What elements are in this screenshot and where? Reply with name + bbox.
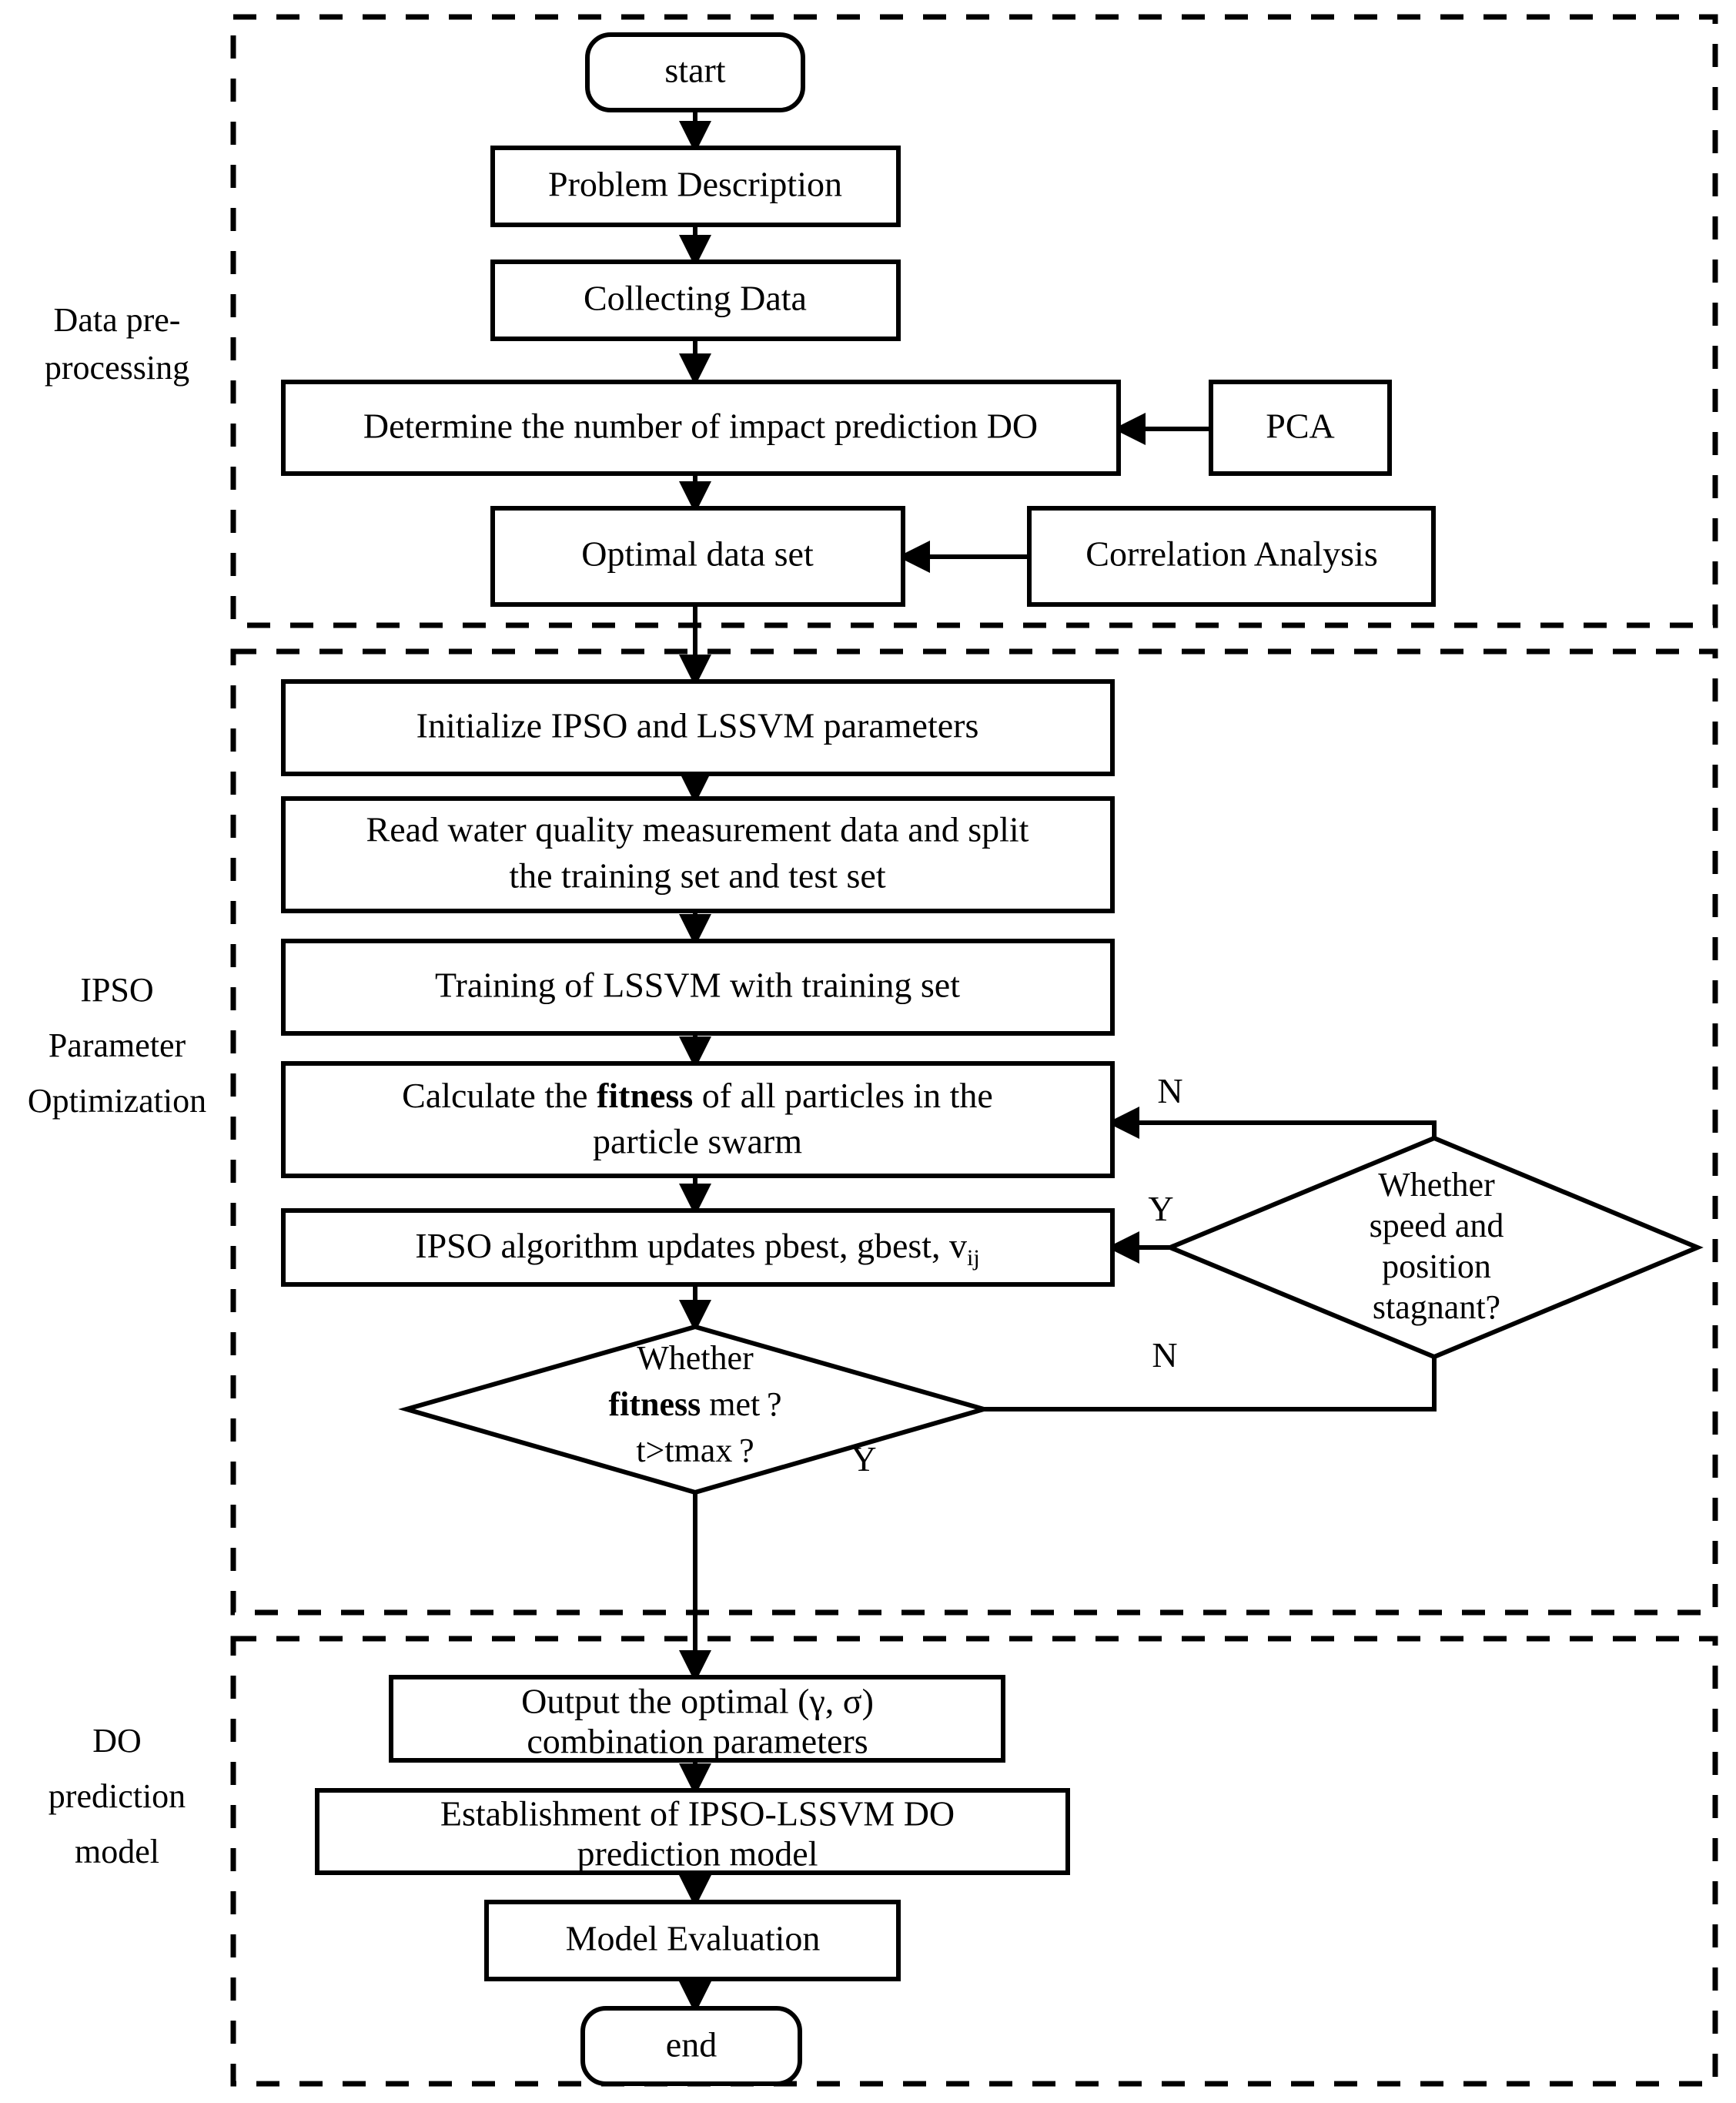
- node-decision-stagnant-line1: Whether: [1378, 1166, 1495, 1204]
- node-calculate-fitness-line1: Calculate the fitness of all particles i…: [402, 1076, 993, 1115]
- node-correlation-analysis-label: Correlation Analysis: [1085, 534, 1377, 574]
- node-establish-model-line1: Establishment of IPSO-LSSVM DO: [440, 1794, 955, 1833]
- node-decision-stagnant-line2: speed and: [1370, 1207, 1504, 1244]
- section-label-line3: Optimization: [28, 1082, 206, 1120]
- edge-label-stagnant-yes: Y: [1148, 1189, 1173, 1228]
- node-optimal-data-set-label: Optimal data set: [581, 534, 814, 574]
- section-boundary-do-prediction-model: [230, 1636, 1718, 2087]
- node-problem-description[interactable]: Problem Description: [490, 146, 901, 227]
- node-read-split-line1: Read water quality measurement data and …: [366, 810, 1029, 849]
- node-calculate-fitness-line1-c: of all particles in the: [693, 1076, 993, 1115]
- section-label-line1: Data pre-: [54, 301, 181, 339]
- section-label-data-preprocessing: Data pre- processing: [45, 301, 189, 387]
- node-output-optimal[interactable]: Output the optimal (γ, σ) combination pa…: [389, 1675, 1005, 1763]
- section-label-line1: DO: [92, 1722, 142, 1760]
- node-initialize-params[interactable]: Initialize IPSO and LSSVM parameters: [281, 679, 1115, 776]
- section-label-line2: processing: [45, 349, 189, 387]
- node-decision-stagnant-line3: position: [1382, 1247, 1491, 1285]
- section-label-line2: prediction: [49, 1777, 186, 1815]
- section-label-do-prediction-model: DO prediction model: [49, 1722, 186, 1870]
- node-calculate-fitness-line2: particle swarm: [593, 1122, 802, 1161]
- node-ipso-updates[interactable]: IPSO algorithm updates pbest, gbest, vij: [281, 1208, 1115, 1287]
- node-model-evaluation-label: Model Evaluation: [566, 1919, 821, 1958]
- node-decision-fitness[interactable]: Whether fitness met ? t>tmax ?: [398, 1324, 992, 1495]
- node-training-lssvm-label: Training of LSSVM with training set: [435, 966, 960, 1005]
- node-output-optimal-line1: Output the optimal (γ, σ): [521, 1682, 874, 1721]
- node-pca-label: PCA: [1266, 407, 1334, 446]
- edge-label-stagnant-no: N: [1157, 1071, 1182, 1110]
- section-label-line3: model: [75, 1833, 159, 1870]
- node-establish-model-line2: prediction model: [577, 1834, 818, 1874]
- node-end[interactable]: end: [580, 2006, 802, 2086]
- node-start[interactable]: start: [585, 32, 805, 112]
- node-establish-model[interactable]: Establishment of IPSO-LSSVM DO predictio…: [315, 1788, 1070, 1875]
- node-pca[interactable]: PCA: [1209, 380, 1392, 476]
- node-decision-fitness-line2-b: met ?: [701, 1385, 781, 1423]
- section-label-line2: Parameter: [49, 1026, 186, 1064]
- node-ipso-updates-subscript: ij: [967, 1245, 980, 1271]
- node-determine-impact-label: Determine the number of impact predictio…: [363, 407, 1038, 446]
- node-initialize-params-label: Initialize IPSO and LSSVM parameters: [416, 706, 979, 745]
- node-calculate-fitness-line1-b: fitness: [597, 1076, 693, 1115]
- node-end-label: end: [666, 2025, 717, 2064]
- node-collecting-data[interactable]: Collecting Data: [490, 260, 901, 341]
- section-boundary-data-preprocessing: [230, 14, 1718, 628]
- section-boundary-ipso-parameter-optimization: [230, 648, 1718, 1616]
- edge-label-fitness-yes: Y: [851, 1439, 876, 1478]
- node-model-evaluation[interactable]: Model Evaluation: [484, 1900, 901, 1981]
- node-decision-fitness-line2-a: fitness: [608, 1385, 701, 1423]
- node-training-lssvm[interactable]: Training of LSSVM with training set: [281, 939, 1115, 1036]
- section-label-ipso-parameter-optimization: IPSO Parameter Optimization: [28, 971, 206, 1120]
- node-read-split[interactable]: Read water quality measurement data and …: [281, 796, 1115, 913]
- edge-stagnant-no-to-calculate: [1107, 1107, 1437, 1140]
- node-decision-fitness-line2: fitness met ?: [608, 1385, 781, 1423]
- node-output-optimal-line2: combination parameters: [527, 1722, 868, 1761]
- node-decision-fitness-line3: t>tmax ?: [636, 1432, 754, 1469]
- node-ipso-updates-main: IPSO algorithm updates pbest, gbest, v: [415, 1226, 967, 1265]
- node-decision-stagnant-line4: stagnant?: [1373, 1288, 1500, 1326]
- node-decision-stagnant[interactable]: Whether speed and position stagnant?: [1164, 1135, 1704, 1360]
- node-calculate-fitness-line1-a: Calculate the: [402, 1076, 597, 1115]
- node-ipso-updates-label: IPSO algorithm updates pbest, gbest, vij: [415, 1226, 979, 1271]
- node-optimal-data-set[interactable]: Optimal data set: [490, 506, 905, 607]
- node-collecting-data-label: Collecting Data: [584, 279, 807, 318]
- edge-label-fitness-no: N: [1152, 1335, 1177, 1375]
- node-problem-description-label: Problem Description: [548, 165, 842, 204]
- node-read-split-line2: the training set and test set: [509, 856, 885, 896]
- node-calculate-fitness[interactable]: Calculate the fitness of all particles i…: [281, 1061, 1115, 1178]
- node-decision-fitness-line1: Whether: [637, 1339, 754, 1377]
- node-determine-impact[interactable]: Determine the number of impact predictio…: [281, 380, 1121, 476]
- node-correlation-analysis[interactable]: Correlation Analysis: [1027, 506, 1436, 607]
- section-label-line1: IPSO: [80, 971, 153, 1009]
- node-start-label: start: [664, 51, 725, 90]
